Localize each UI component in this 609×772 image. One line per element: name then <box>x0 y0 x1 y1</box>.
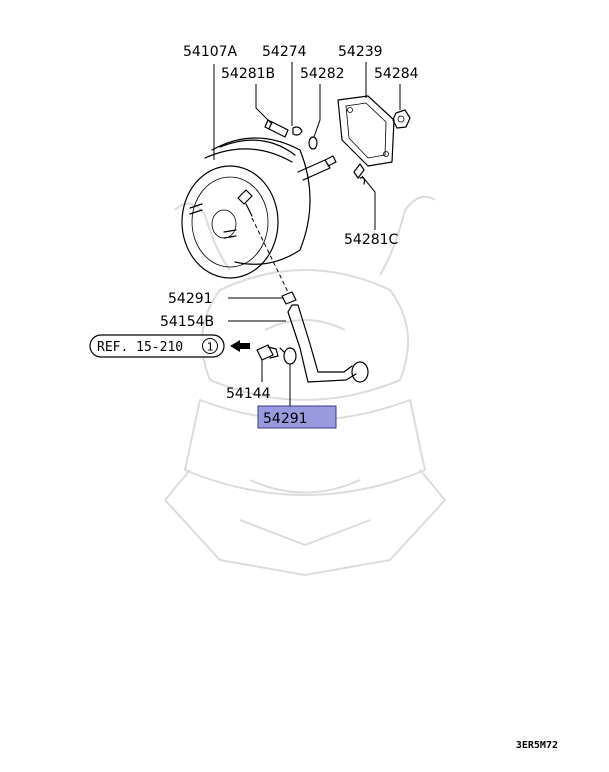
label-seal: 54282 <box>300 66 345 82</box>
label-fitting: 54144 <box>226 386 271 402</box>
gasket <box>337 95 395 167</box>
label-clevis-pin: 54281C <box>344 232 399 248</box>
upper-hose-clamp <box>281 291 297 305</box>
nut <box>392 109 411 129</box>
vacuum-hose <box>287 304 369 383</box>
reference-text: REF. 15-210 <box>97 340 183 355</box>
brake-booster <box>181 137 337 279</box>
label-gasket: 54239 <box>338 44 383 60</box>
watermark-logo <box>164 195 446 576</box>
leader-lines <box>213 62 401 406</box>
label-lower-clamp[interactable]: 54291 <box>263 411 308 427</box>
label-pin: 54274 <box>262 44 307 60</box>
label-bolt: 54281B <box>221 66 275 82</box>
reference-circle-number: 1 <box>207 341 214 354</box>
label-vacuum-hose: 54154B <box>160 314 214 330</box>
reference-arrow <box>230 340 250 352</box>
pin <box>292 126 303 136</box>
check-fitting <box>256 344 279 361</box>
label-nut: 54284 <box>374 66 419 82</box>
label-upper-clamp: 54291 <box>168 291 213 307</box>
bolt <box>264 119 289 138</box>
label-booster: 54107A <box>183 44 238 60</box>
selected-part-highlight[interactable] <box>257 405 337 429</box>
seal <box>308 136 318 150</box>
clevis-pin <box>353 163 366 185</box>
reference-callout[interactable]: REF. 15-210 1 <box>89 334 225 358</box>
lower-hose-clamp <box>279 347 297 365</box>
drawing-code: 3ER5M72 <box>516 740 558 751</box>
